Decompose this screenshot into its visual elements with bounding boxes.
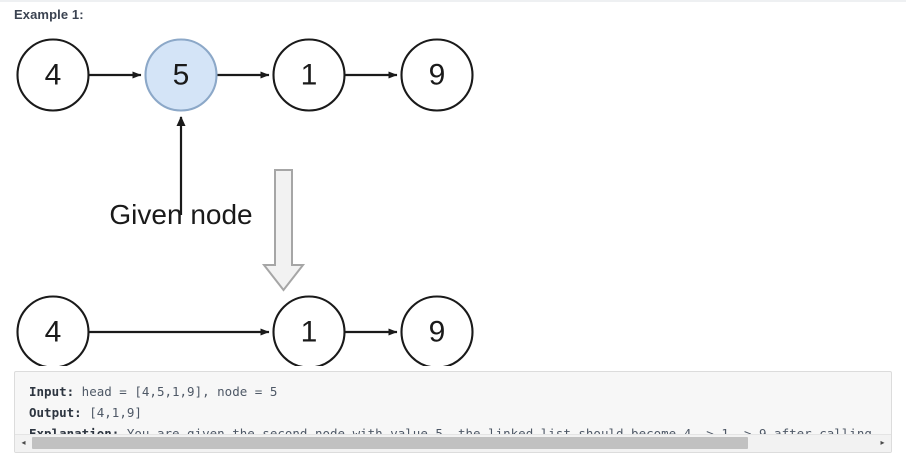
before-node-1-value: 5 bbox=[173, 59, 190, 92]
transform-block-arrow bbox=[261, 169, 306, 292]
given-node-label: Given node bbox=[109, 199, 252, 230]
scroll-right-arrow-icon[interactable]: ▸ bbox=[880, 438, 885, 447]
before-node-3: 9 bbox=[400, 38, 474, 112]
scroll-left-arrow-icon[interactable]: ◂ bbox=[21, 438, 26, 447]
after-node-2: 9 bbox=[400, 295, 474, 366]
before-node-0-value: 4 bbox=[45, 59, 62, 92]
given-node-callout: Given node bbox=[109, 116, 253, 230]
example-input-label: Input: bbox=[29, 384, 75, 399]
linked-list-diagram: 4 5 1 9 Given node bbox=[0, 22, 906, 366]
after-node-2-value: 9 bbox=[429, 316, 446, 349]
scrollbar-track[interactable] bbox=[32, 437, 874, 449]
top-divider bbox=[0, 0, 906, 2]
example-output-line: Output: [4,1,9] bbox=[29, 402, 891, 423]
after-node-1-value: 1 bbox=[301, 316, 318, 349]
before-node-2-value: 1 bbox=[301, 59, 318, 92]
before-node-2: 1 bbox=[272, 38, 346, 112]
horizontal-scrollbar[interactable]: ◂ ▸ bbox=[15, 434, 891, 452]
example-input-line: Input: head = [4,5,1,9], node = 5 bbox=[29, 381, 891, 402]
example-output-value: [4,1,9] bbox=[81, 405, 142, 420]
scrollbar-thumb[interactable] bbox=[32, 437, 748, 449]
example-code-block[interactable]: Input: head = [4,5,1,9], node = 5 Output… bbox=[14, 371, 892, 453]
after-node-0-value: 4 bbox=[45, 316, 62, 349]
page-title: Example 1: bbox=[14, 7, 84, 22]
after-node-0: 4 bbox=[16, 295, 90, 366]
before-node-0: 4 bbox=[16, 38, 90, 112]
example-input-value: head = [4,5,1,9], node = 5 bbox=[74, 384, 278, 399]
before-node-1-highlighted: 5 bbox=[144, 38, 218, 112]
before-node-3-value: 9 bbox=[429, 59, 446, 92]
example-output-label: Output: bbox=[29, 405, 82, 420]
after-node-1: 1 bbox=[272, 295, 346, 366]
